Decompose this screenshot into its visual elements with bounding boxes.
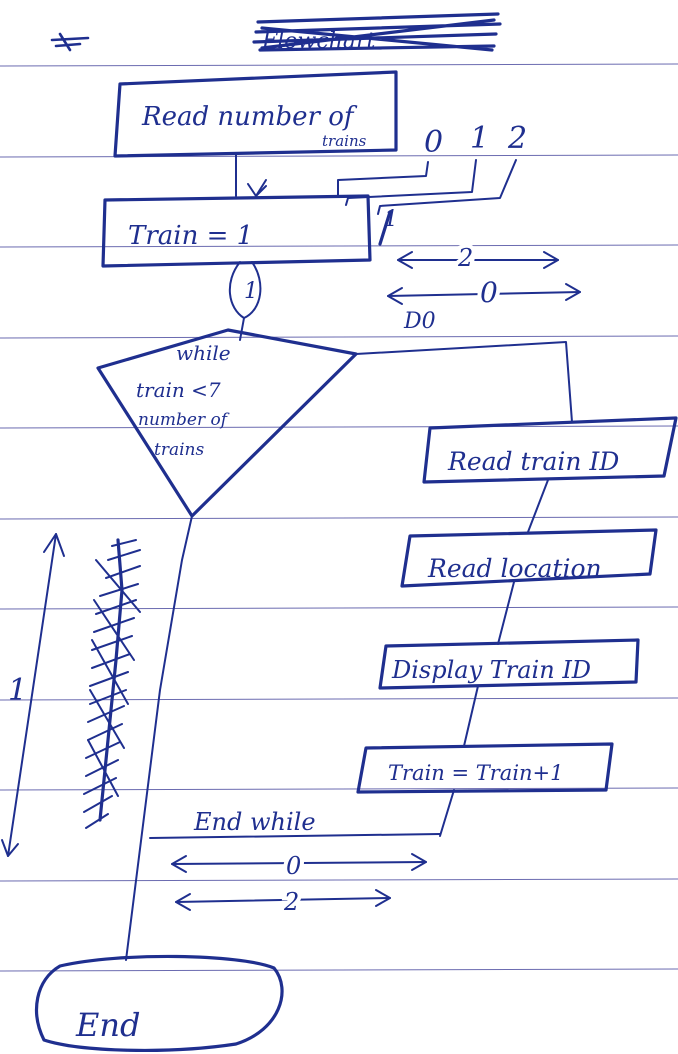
- connector-id-to-location: [527, 479, 549, 533]
- digit-2: 2: [507, 121, 527, 156]
- read-train-id-box: Read train ID: [422, 416, 678, 484]
- arrow-0-bottom-label: 0: [286, 852, 301, 880]
- digit-0: 0: [424, 125, 443, 160]
- side-arrow: 1: [1, 533, 65, 857]
- side-one-text: 1: [8, 673, 27, 708]
- while-line2: train <7: [136, 378, 221, 402]
- end-text: End: [75, 1006, 140, 1044]
- connector-location-to-display: [497, 581, 515, 645]
- svg-text:0: 0: [480, 276, 498, 309]
- svg-text:2: 2: [457, 244, 473, 272]
- increment-text: Train = Train+1: [388, 761, 564, 785]
- read-number-of-trains-box: Read number of trains: [113, 70, 398, 158]
- while-line4: trains: [154, 440, 204, 460]
- train-init-text: Train = 1: [128, 221, 253, 251]
- connector-display-to-increment: [463, 685, 479, 747]
- connector-while-true-branch: [355, 341, 573, 423]
- svg-text:0: 0: [286, 852, 301, 880]
- title-scribble: Flowchart: [50, 12, 502, 54]
- arrow-0-top-label: 0: [480, 276, 498, 309]
- bottom-arrows: 0 0 2 2: [171, 848, 427, 920]
- scribble-hatch: [83, 538, 141, 829]
- read-number-line1: Read number of: [141, 102, 358, 132]
- while-line1: while: [176, 341, 231, 365]
- display-train-id-box: Display Train ID: [378, 638, 640, 690]
- arrow-2-bottom-label: 2: [283, 888, 299, 916]
- read-location-box: Read location: [400, 528, 658, 588]
- connector-while-false-to-end: [125, 515, 193, 961]
- digit-annotations: 0 1 2 1: [337, 121, 527, 246]
- end-while-label: End while: [149, 808, 441, 839]
- train-init-box: Train = 1: [101, 194, 372, 268]
- read-train-id-text: Read train ID: [447, 447, 619, 476]
- digit-1: 1: [470, 121, 489, 156]
- end-terminator: End: [35, 954, 284, 1053]
- svg-text:2: 2: [283, 888, 299, 916]
- connector-read-to-init: [235, 153, 267, 197]
- while-line3: number of: [138, 410, 230, 430]
- loop-marker-text: 1: [244, 279, 258, 304]
- loop-marker: 1: [228, 261, 262, 341]
- read-number-line2: trains: [322, 132, 367, 150]
- end-while-text: End while: [193, 808, 316, 836]
- while-decision-diamond: while train <7 number of trains: [96, 328, 358, 518]
- display-train-id-text: Display Train ID: [391, 656, 591, 684]
- read-location-text: Read location: [427, 554, 602, 583]
- right-arrows: 2 2 0 0 D0: [387, 240, 581, 334]
- mark-one: 1: [384, 207, 398, 232]
- arrow-2-top-label: 2: [457, 244, 473, 272]
- connector-increment-to-endwhile: [439, 789, 455, 837]
- increment-box: Train = Train+1: [356, 742, 614, 794]
- d-zero-label: D0: [403, 309, 436, 334]
